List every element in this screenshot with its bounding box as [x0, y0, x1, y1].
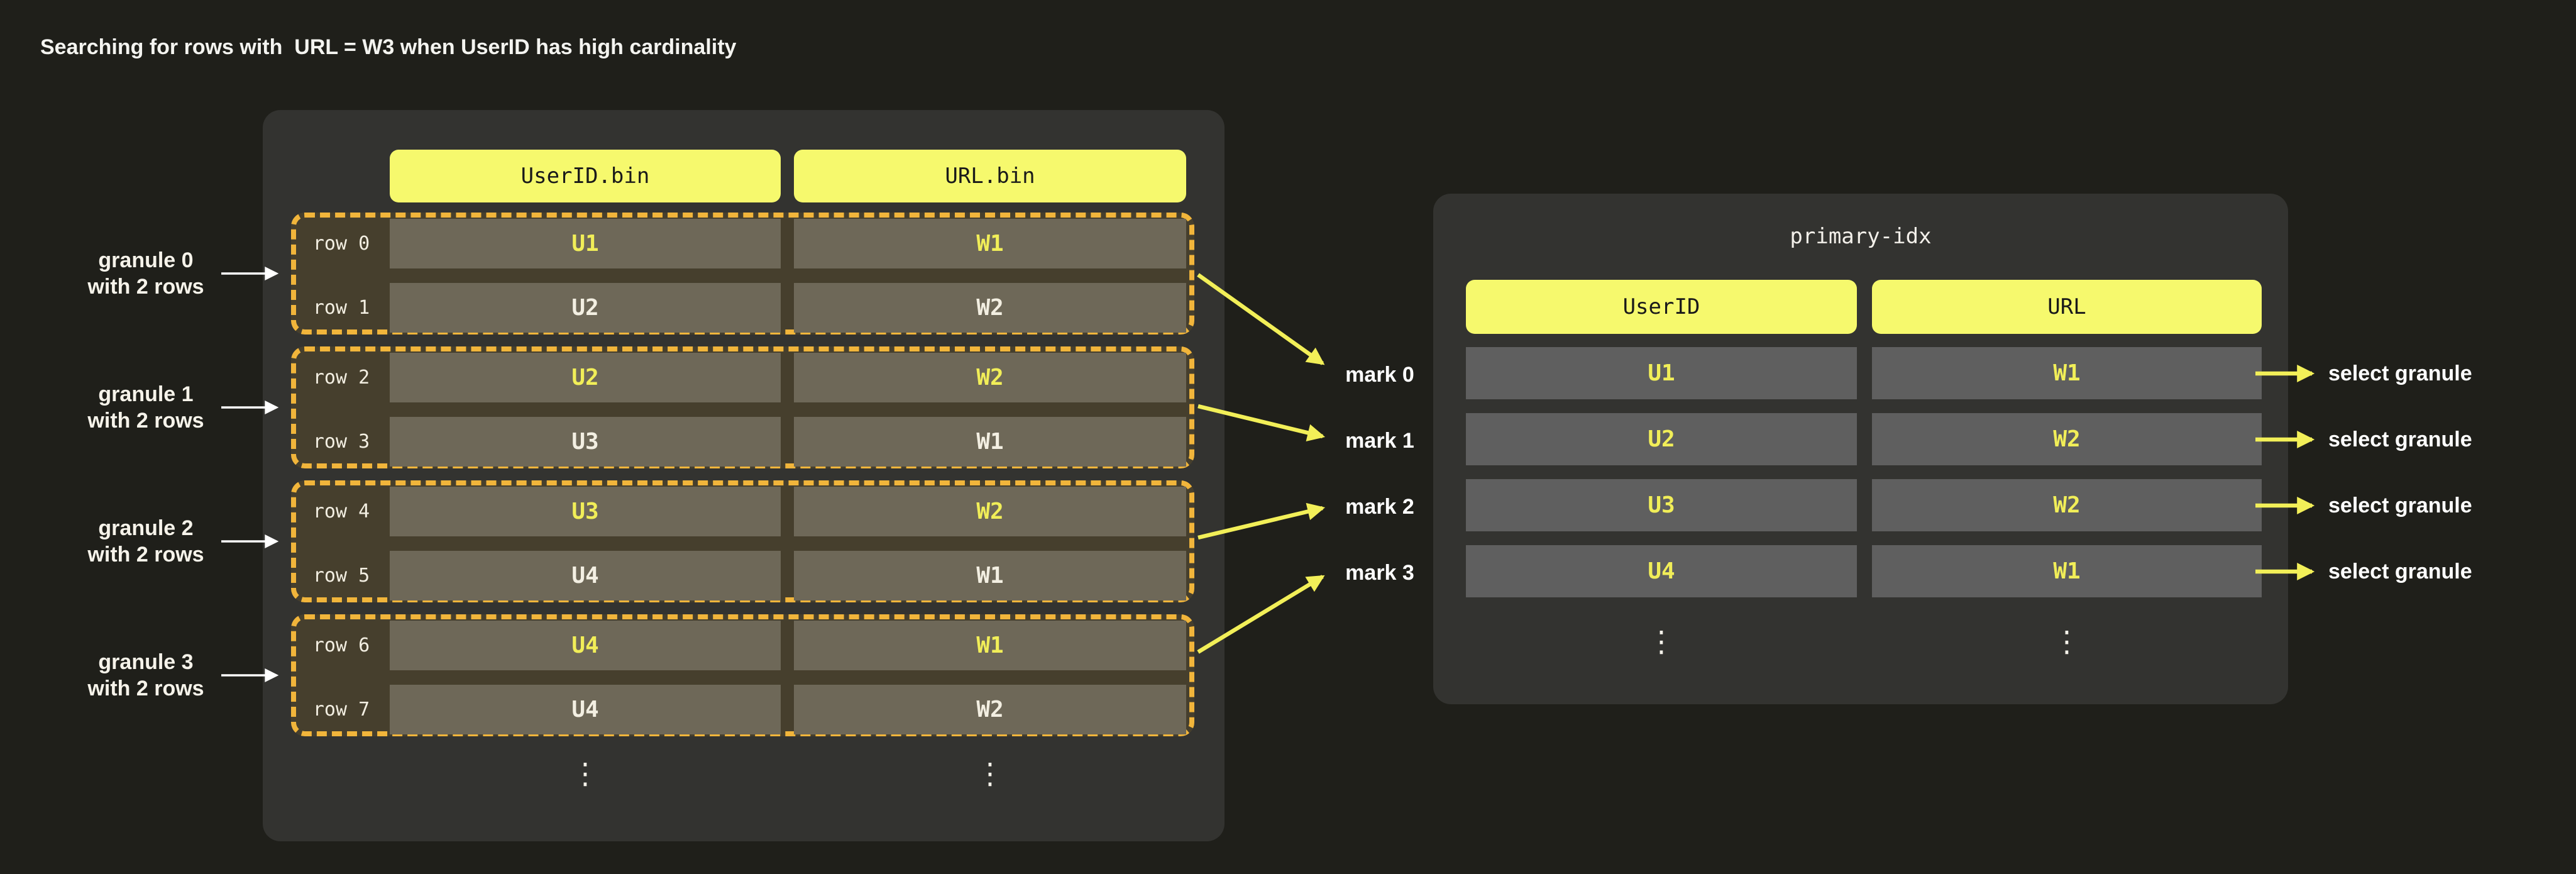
- bin-cell-userid: U4: [390, 551, 781, 600]
- granule-1-label: granule 1 with 2 rows: [70, 381, 221, 434]
- bin-cell-userid: U4: [390, 621, 781, 670]
- bin-cell-userid: U3: [390, 417, 781, 467]
- bin-row-label: row 2: [312, 367, 370, 389]
- idx-cell-url: W1: [1872, 545, 2262, 597]
- mark-3-label: mark 3: [1345, 561, 1414, 585]
- bin-row-label: row 0: [312, 233, 370, 255]
- granule-box-2: row 4 U3 W2 row 5 U4 W1: [291, 480, 1194, 602]
- bin-cell-userid: U4: [390, 685, 781, 734]
- ellipsis-url-index: ⋮: [2052, 624, 2081, 658]
- bin-cell-userid: U1: [390, 219, 781, 268]
- granule-0-label: granule 0 with 2 rows: [70, 247, 221, 300]
- idx-cell-userid: U3: [1466, 479, 1857, 531]
- granule-box-1: row 2 U2 W2 row 3 U3 W1: [291, 346, 1194, 468]
- bin-cell-userid: U2: [390, 283, 781, 333]
- bin-row-label: row 5: [312, 565, 370, 587]
- bin-row-label: row 1: [312, 297, 370, 319]
- granule-2-label: granule 2 with 2 rows: [70, 515, 221, 568]
- diagram-title: Searching for rows with URL = W3 when Us…: [40, 35, 737, 59]
- granule-box-0: row 0 U1 W1 row 1 U2 W2: [291, 213, 1194, 335]
- bin-cell-url: W2: [794, 685, 1186, 734]
- bin-cell-url: W1: [794, 219, 1186, 268]
- mark-1-label: mark 1: [1345, 429, 1414, 453]
- select-granule-label-3: select granule: [2328, 560, 2472, 584]
- bin-cell-url: W1: [794, 551, 1186, 600]
- idx-cell-userid: U4: [1466, 545, 1857, 597]
- ellipsis-url-bin: ⋮: [976, 756, 1005, 790]
- url-index-header: URL: [1872, 280, 2262, 334]
- bin-cell-url: W2: [794, 487, 1186, 536]
- select-granule-label-1: select granule: [2328, 428, 2472, 451]
- granule-2-name: granule 2: [98, 516, 194, 540]
- bin-row-label: row 4: [312, 501, 370, 523]
- bin-cell-url: W1: [794, 417, 1186, 467]
- granule-2-note: with 2 rows: [87, 543, 204, 567]
- bin-row-label: row 7: [312, 699, 370, 721]
- idx-cell-url: W2: [1872, 413, 2262, 465]
- url-bin-header: URL.bin: [794, 150, 1186, 202]
- idx-cell-url: W2: [1872, 479, 2262, 531]
- granule-3-note: with 2 rows: [87, 677, 204, 700]
- bin-cell-url: W2: [794, 283, 1186, 333]
- select-granule-label-0: select granule: [2328, 362, 2472, 385]
- mark-0-label: mark 0: [1345, 363, 1414, 387]
- granule-1-note: with 2 rows: [87, 409, 204, 433]
- idx-cell-userid: U1: [1466, 347, 1857, 399]
- select-granule-label-2: select granule: [2328, 494, 2472, 517]
- userid-bin-header: UserID.bin: [390, 150, 781, 202]
- granule-0-name: granule 0: [98, 248, 194, 272]
- granule-0-note: with 2 rows: [87, 275, 204, 299]
- bin-row-label: row 6: [312, 634, 370, 656]
- ellipsis-userid-bin: ⋮: [571, 756, 600, 790]
- bin-row-label: row 3: [312, 431, 370, 453]
- ellipsis-userid-index: ⋮: [1647, 624, 1676, 658]
- bin-cell-userid: U2: [390, 353, 781, 402]
- granule-3-label: granule 3 with 2 rows: [70, 649, 221, 702]
- idx-cell-url: W1: [1872, 347, 2262, 399]
- granule-1-name: granule 1: [98, 382, 194, 406]
- granule-box-3: row 6 U4 W1 row 7 U4 W2: [291, 614, 1194, 736]
- granule-3-name: granule 3: [98, 650, 194, 674]
- primary-index-title: primary-idx: [1790, 224, 1932, 249]
- mark-2-label: mark 2: [1345, 495, 1414, 519]
- userid-index-header: UserID: [1466, 280, 1857, 334]
- idx-cell-userid: U2: [1466, 413, 1857, 465]
- bin-cell-url: W2: [794, 353, 1186, 402]
- bin-cell-userid: U3: [390, 487, 781, 536]
- bin-cell-url: W1: [794, 621, 1186, 670]
